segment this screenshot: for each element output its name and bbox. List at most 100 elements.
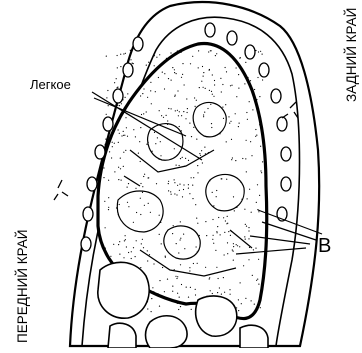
stipple-dot (150, 212, 151, 213)
stipple-dot (232, 249, 233, 250)
stipple-dot (140, 127, 141, 128)
stipple-dot (167, 120, 168, 121)
stipple-dot (120, 54, 121, 55)
stipple-dot (248, 230, 249, 231)
stipple-dot (216, 190, 217, 191)
stipple-dot (107, 90, 108, 91)
rib-oval (113, 89, 123, 103)
stipple-dot (231, 159, 232, 160)
stipple-dot (257, 77, 258, 78)
stipple-dot (192, 198, 193, 199)
stipple-dot (218, 278, 219, 279)
stipple-dot (212, 94, 213, 95)
stipple-dot (251, 300, 252, 301)
stipple-dot (186, 287, 187, 288)
stipple-dot (103, 167, 104, 168)
stipple-dot (122, 113, 123, 114)
stipple-dot (144, 205, 145, 206)
stipple-dot (187, 108, 188, 109)
stipple-dot (208, 51, 209, 52)
stipple-dot (108, 209, 109, 210)
stipple-dot (180, 158, 181, 159)
stipple-dot (105, 248, 106, 249)
stipple-dot (250, 141, 251, 142)
stipple-dot (179, 111, 180, 112)
stipple-dot (199, 87, 200, 88)
stipple-dot (177, 303, 178, 304)
rib-oval (123, 63, 133, 77)
stipple-dot (260, 307, 261, 308)
stipple-dot (236, 244, 237, 245)
stipple-dot (125, 97, 126, 98)
stipple-dot (237, 245, 238, 246)
stipple-dot (195, 204, 196, 205)
stipple-dot (154, 55, 155, 56)
stipple-dot (185, 118, 186, 119)
stipple-dot (167, 279, 168, 280)
stipple-dot (168, 78, 169, 79)
stipple-dot (158, 77, 159, 78)
stipple-dot (164, 73, 165, 74)
stipple-dot (200, 155, 201, 156)
stipple-dot (159, 215, 160, 216)
stipple-dot (113, 244, 114, 245)
stipple-dot (148, 177, 149, 178)
stipple-dot (119, 204, 120, 205)
stipple-dot (125, 53, 126, 54)
stipple-dot (239, 246, 240, 247)
stipple-dot (179, 165, 180, 166)
stipple-dot (182, 74, 183, 75)
stipple-dot (159, 54, 160, 55)
stipple-dot (223, 118, 224, 119)
stipple-dot (229, 289, 230, 290)
rib-oval (81, 237, 91, 251)
stipple-dot (151, 298, 152, 299)
stipple-dot (138, 88, 139, 89)
stipple-dot (150, 90, 151, 91)
stipple-dot (260, 146, 261, 147)
stipple-dot (177, 185, 178, 186)
stipple-dot (136, 240, 137, 241)
stipple-dot (106, 255, 107, 256)
stipple-dot (210, 104, 211, 105)
stipple-dot (249, 189, 250, 190)
stipple-dot (168, 181, 169, 182)
stipple-dot (127, 202, 128, 203)
stipple-dot (127, 136, 128, 137)
stipple-dot (209, 69, 210, 70)
stipple-dot (242, 158, 243, 159)
stipple-dot (151, 311, 152, 312)
stipple-dot (198, 67, 199, 68)
stipple-dot (245, 62, 246, 63)
stipple-dot (241, 303, 242, 304)
stipple-dot (141, 243, 142, 244)
stipple-dot (238, 126, 239, 127)
stipple-dot (163, 117, 164, 118)
stipple-dot (238, 299, 239, 300)
stipple-dot (106, 56, 107, 57)
stipple-dot (212, 293, 213, 294)
stipple-dot (141, 114, 142, 115)
stipple-dot (213, 96, 214, 97)
stipple-dot (212, 239, 213, 240)
stipple-dot (135, 136, 136, 137)
stipple-dot (152, 287, 153, 288)
stipple-dot (142, 192, 143, 193)
stipple-dot (256, 99, 257, 100)
stipple-dot (203, 87, 204, 88)
stipple-dot (214, 80, 215, 81)
stipple-dot (113, 117, 114, 118)
stipple-dot (187, 112, 188, 113)
stipple-dot (197, 165, 198, 166)
rib-oval (281, 177, 291, 191)
stipple-dot (131, 258, 132, 259)
stipple-dot (175, 95, 176, 96)
stipple-dot (140, 183, 141, 184)
stipple-dot (104, 201, 105, 202)
stipple-dot (256, 280, 257, 281)
stipple-dot (159, 306, 160, 307)
stipple-dot (143, 113, 144, 114)
stipple-dot (252, 275, 253, 276)
stipple-dot (165, 297, 166, 298)
stipple-dot (117, 55, 118, 56)
